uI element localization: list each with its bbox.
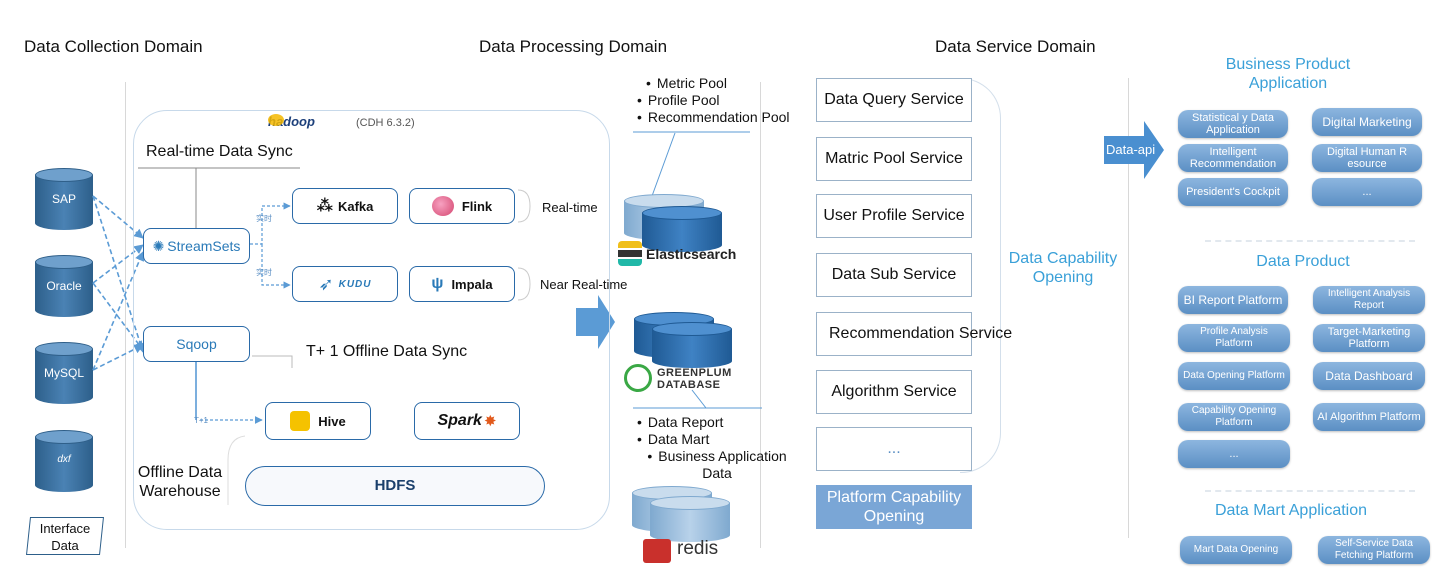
dp-profile-analysis-platform: Profile Analysis Platform [1178,324,1290,352]
elasticsearch-label: Elasticsearch [646,246,737,262]
business-product-title: Business Product Application [1225,56,1351,92]
source-db-other: dxf [35,430,93,492]
realtime-sync-label: Real-time Data Sync [146,143,293,160]
realtime-tag: 实时 [256,214,272,223]
dp-bi-report-platform: BI Report Platform [1178,286,1288,314]
dp-ai-algorithm-platform: AI Algorithm Platform [1313,403,1425,431]
bp-digital-marketing: Digital Marketing [1312,108,1422,136]
streamsets-node: ✺ StreamSets [143,228,250,264]
dp-capability-opening-platform: Capability Opening Platform [1178,403,1290,431]
flink-icon [431,196,454,216]
spark-node: Spark ✸ [414,402,520,440]
redis-db-front [650,496,730,542]
bp-digital-hr: Digital Human R esource [1312,144,1422,172]
pool-item: Metric Pool [637,75,790,92]
realtime-label: Real-time [542,200,598,215]
offline-sync-label: T+ 1 Offline Data Sync [306,343,468,360]
bp-presidents-cockpit: President's Cockpit [1178,178,1288,206]
source-db-sap: SAP [35,168,93,230]
greenplum-label: GREENPLUM DATABASE [657,367,732,391]
bp-more: ... [1312,178,1422,206]
hadoop-version: (CDH 6.3.2) [356,117,415,129]
kudu-icon: ➶ [318,273,335,294]
dp-more: ... [1178,440,1290,468]
sqoop-node: Sqoop [143,326,250,362]
kudu-node: ➶ KUDU [292,266,398,302]
processing-domain-title: Data Processing Domain [479,37,668,56]
elasticsearch-icon [618,241,642,267]
platform-capability-opening: Platform Capability Opening [816,485,972,529]
dp-target-marketing-platform: Target-Marketing Platform [1313,324,1425,352]
gp-db-front [652,322,732,368]
dm-mart-data-opening: Mart Data Opening [1180,536,1292,564]
domain-divider [1128,78,1129,538]
service-more: ... [816,427,972,471]
report-list: Data Report Data Mart Business Applicati… [637,414,797,482]
pool-item: Profile Pool [637,92,790,109]
report-item: Data Report [637,414,797,431]
service-recommendation: Recommendation Service [816,312,1012,356]
bp-statistical-data-app: Statistical y Data Application [1178,110,1288,138]
dp-data-dashboard: Data Dashboard [1313,362,1425,390]
flink-node: Flink [409,188,515,224]
data-api-label: Data-api [1106,142,1156,157]
collection-domain-title: Data Collection Domain [24,37,203,56]
offline-warehouse-label: Offline Data Warehouse [137,464,223,500]
pool-list: Metric Pool Profile Pool Recommendation … [637,75,790,126]
domain-divider [125,82,126,548]
impala-node: ψ Impala [409,266,515,302]
data-product-title: Data Product [1256,253,1350,270]
pool-item: Recommendation Pool [637,109,790,126]
t1-tag: T+1 [194,416,209,425]
hadoop-cluster-frame [133,110,610,530]
kafka-icon: ⁂ [316,198,333,215]
kafka-node: ⁂ Kafka [292,188,398,224]
hive-icon [290,411,311,431]
dp-data-opening-platform: Data Opening Platform [1178,362,1290,390]
service-domain-title: Data Service Domain [935,37,1096,56]
domain-divider [760,82,761,548]
source-db-oracle: Oracle [35,255,93,317]
service-metric-pool: Matric Pool Service [816,137,972,181]
dm-self-service-data-fetching: Self-Service Data Fetching Platform [1318,536,1430,564]
realtime-tag: 实时 [256,268,272,277]
hdfs-storage: HDFS [245,466,545,506]
section-divider [1205,240,1415,242]
greenplum-icon [624,364,652,392]
impala-icon: ψ [431,275,444,292]
service-user-profile: User Profile Service [816,194,972,238]
redis-icon [643,539,671,563]
redis-label: redis [677,538,719,559]
report-item: Data Mart [637,431,797,448]
section-divider [1205,490,1415,492]
hive-node: Hive [265,402,371,440]
es-db-front [642,206,722,252]
source-db-mysql: MySQL [35,342,93,404]
service-algorithm: Algorithm Service [816,370,972,414]
data-capability-opening: Data Capability Opening [1008,250,1118,286]
dp-intelligent-analysis-report: Intelligent Analysis Report [1313,286,1425,314]
service-data-query: Data Query Service [816,78,972,122]
report-item: Business Application Data [637,448,797,482]
spark-star-icon: ✸ [483,413,497,430]
near-realtime-label: Near Real-time [540,277,628,292]
bp-intelligent-recommendation: Intelligent Recommendation [1178,144,1288,172]
service-data-sub: Data Sub Service [816,253,972,297]
data-mart-title: Data Mart Application [1214,502,1368,519]
hadoop-elephant-icon [268,114,284,126]
streamsets-icon: ✺ [152,237,165,254]
